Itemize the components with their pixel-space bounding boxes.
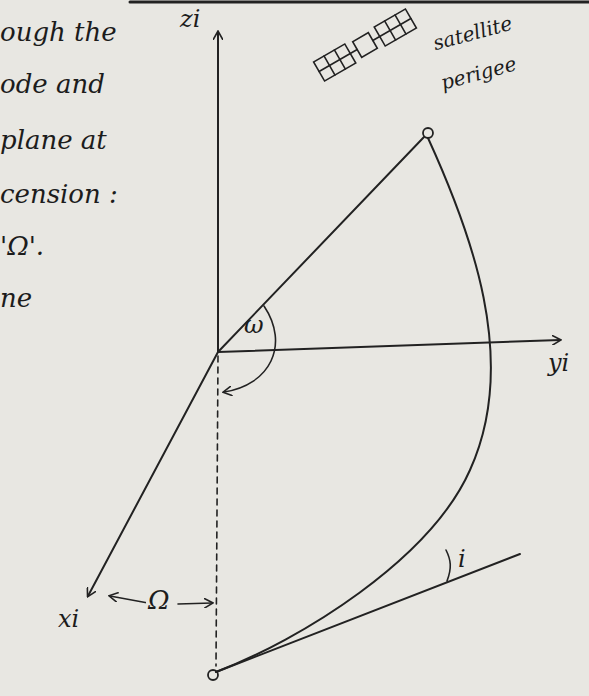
satellite-label: satellite — [431, 12, 515, 54]
margin-text: ne — [0, 284, 32, 313]
perigee-label: perigee — [438, 52, 518, 93]
angle-label: i — [458, 546, 466, 572]
margin-text: ode and — [0, 70, 105, 99]
axis-label: zi — [180, 6, 200, 32]
margin-text: ough the — [0, 18, 117, 47]
margin-text: cension : — [0, 180, 118, 209]
margin-text: plane at — [0, 126, 107, 155]
axis-label: xi — [58, 606, 79, 632]
axis-label: yi — [548, 350, 569, 376]
angle-label: Ω — [146, 586, 172, 615]
angle-label: ω — [244, 312, 264, 338]
margin-text: 'Ω'. — [0, 232, 44, 261]
